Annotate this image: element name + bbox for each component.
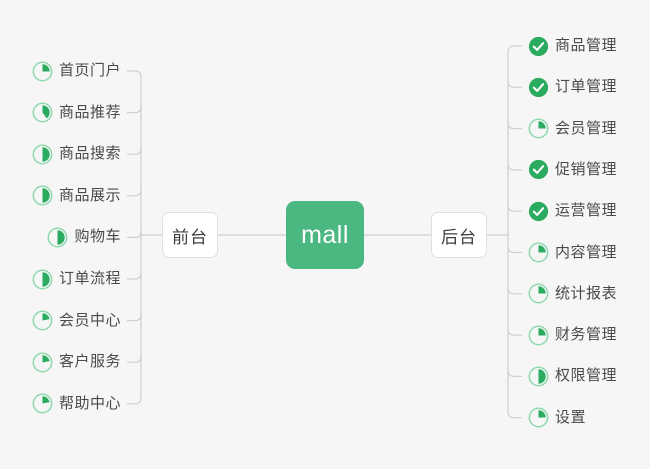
- pie-progress-icon: [32, 393, 53, 414]
- leaf-node-right[interactable]: 会员管理: [528, 116, 617, 142]
- pie-progress-icon: [32, 61, 53, 82]
- leaf-label: 会员管理: [555, 119, 618, 137]
- leaf-node-left[interactable]: 订单流程: [32, 266, 121, 292]
- pie-progress-icon: [32, 102, 53, 123]
- leaf-label: 会员中心: [58, 311, 121, 329]
- leaf-label: 首页门户: [58, 62, 121, 79]
- leaf-label: 客户服务: [58, 353, 121, 371]
- leaf-node-left[interactable]: 商品推荐: [32, 100, 121, 126]
- leaf-node-right[interactable]: 财务管理: [528, 322, 617, 348]
- leaf-node-left[interactable]: 首页门户: [32, 58, 121, 84]
- frontend-node[interactable]: 前台: [162, 212, 218, 258]
- leaf-node-left[interactable]: 客户服务: [32, 349, 121, 375]
- leaf-label: 内容管理: [555, 243, 618, 261]
- pie-progress-icon: [528, 118, 549, 139]
- leaf-node-left[interactable]: 帮助中心: [32, 391, 121, 417]
- leaf-node-right[interactable]: 权限管理: [528, 363, 617, 389]
- pie-progress-icon: [528, 325, 549, 346]
- leaf-node-right[interactable]: 促销管理: [528, 157, 617, 183]
- leaf-label: 财务管理: [555, 326, 618, 344]
- check-circle-icon: [528, 201, 549, 222]
- leaf-node-left[interactable]: 购物车: [47, 224, 121, 250]
- frontend-node-label: 前台: [172, 227, 208, 247]
- root-node-label: mall: [301, 220, 349, 249]
- pie-progress-icon: [528, 283, 549, 304]
- leaf-label: 商品展示: [58, 186, 121, 204]
- leaf-node-left[interactable]: 会员中心: [32, 308, 121, 334]
- check-circle-icon: [528, 36, 549, 57]
- pie-progress-icon: [32, 310, 53, 331]
- pie-progress-icon: [32, 144, 53, 165]
- leaf-label: 统计报表: [555, 284, 618, 302]
- leaf-label: 商品管理: [555, 37, 618, 54]
- leaf-node-right[interactable]: 商品管理: [528, 33, 617, 59]
- backend-node[interactable]: 后台: [431, 212, 487, 258]
- root-node[interactable]: mall: [286, 201, 364, 269]
- pie-progress-icon: [32, 352, 53, 373]
- leaf-node-right[interactable]: 运营管理: [528, 198, 617, 224]
- leaf-node-right[interactable]: 内容管理: [528, 240, 617, 266]
- leaf-label: 购物车: [74, 228, 121, 246]
- leaf-label: 设置: [555, 408, 587, 426]
- leaf-label: 商品推荐: [58, 103, 121, 121]
- backend-node-label: 后台: [441, 227, 477, 247]
- pie-progress-icon: [32, 185, 53, 206]
- leaf-label: 运营管理: [555, 202, 618, 220]
- pie-progress-icon: [47, 227, 68, 248]
- leaf-label: 帮助中心: [58, 394, 121, 412]
- leaf-label: 权限管理: [555, 367, 618, 385]
- pie-progress-icon: [32, 269, 53, 290]
- pie-progress-icon: [528, 407, 549, 428]
- leaf-label: 订单管理: [555, 78, 618, 96]
- check-circle-icon: [528, 77, 549, 98]
- leaf-label: 商品搜索: [58, 145, 121, 163]
- leaf-node-left[interactable]: 商品展示: [32, 183, 121, 209]
- check-circle-icon: [528, 159, 549, 180]
- leaf-node-right[interactable]: 订单管理: [528, 74, 617, 100]
- leaf-label: 促销管理: [555, 160, 618, 178]
- leaf-node-right[interactable]: 设置: [528, 405, 586, 431]
- leaf-label: 订单流程: [58, 270, 121, 287]
- leaf-node-left[interactable]: 商品搜索: [32, 141, 121, 167]
- leaf-node-right[interactable]: 统计报表: [528, 281, 617, 307]
- pie-progress-icon: [528, 242, 549, 263]
- pie-progress-icon: [528, 366, 549, 387]
